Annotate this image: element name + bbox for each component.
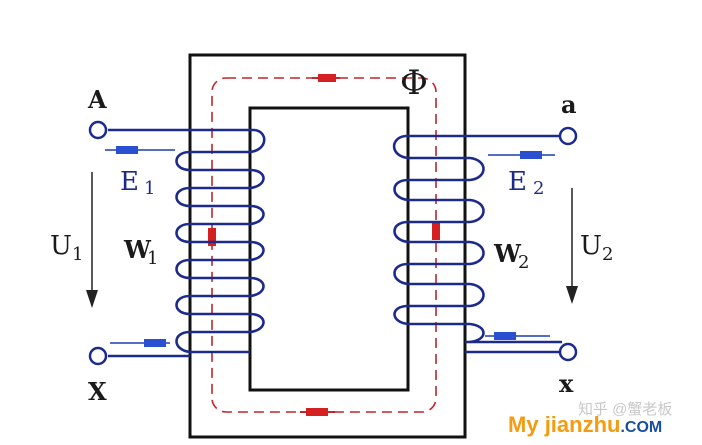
emf-arrow-E1 xyxy=(105,146,175,154)
label-E1-sub: 1 xyxy=(144,178,155,199)
label-terminal-x: x xyxy=(559,369,574,398)
label-E1: E xyxy=(120,167,139,197)
label-terminal-X: X xyxy=(88,377,107,406)
label-U2: U xyxy=(580,231,602,261)
terminal-a-circle[interactable] xyxy=(558,126,578,146)
secondary-winding xyxy=(392,134,562,344)
label-W2: W xyxy=(493,239,522,268)
watermark-zhihu: 知乎 @蟹老板 xyxy=(578,400,672,418)
watermark-brand-suffix: .COM xyxy=(620,419,662,436)
label-E2: E xyxy=(508,167,527,197)
emf-arrow-E2 xyxy=(488,151,555,159)
label-U2-sub: 2 xyxy=(602,244,613,265)
label-E2-sub: 2 xyxy=(533,178,544,199)
flux-arrow-top xyxy=(312,74,340,82)
label-W2-sub: 2 xyxy=(518,252,529,273)
flux-path xyxy=(211,77,437,413)
watermark-brand: My jianzhu.COM xyxy=(508,412,662,437)
primary-winding xyxy=(108,128,266,358)
label-U1-sub: 1 xyxy=(72,244,83,265)
label-W1: W xyxy=(123,235,152,264)
label-W1-sub: 1 xyxy=(147,248,158,269)
label-terminal-A: A xyxy=(87,85,107,114)
terminal-x-circle[interactable] xyxy=(558,342,578,362)
terminal-A-circle[interactable] xyxy=(88,120,108,140)
watermark-brand-prefix: My xyxy=(508,412,545,437)
voltage-arrow-U2 xyxy=(566,188,578,304)
label-terminal-a: a xyxy=(561,90,577,119)
flux-arrow-bottom xyxy=(300,408,335,416)
core-window xyxy=(248,106,410,392)
label-flux-phi: Φ xyxy=(400,63,428,103)
watermark-brand-name: jianzhu xyxy=(544,412,621,437)
terminal-X-circle[interactable] xyxy=(88,346,108,366)
voltage-arrow-U1 xyxy=(86,172,98,308)
emf-arrow-E2-bottom xyxy=(485,332,550,340)
core-outer xyxy=(188,53,467,439)
emf-arrow-E1-bottom xyxy=(110,339,170,347)
flux-arrow-right xyxy=(432,222,440,240)
flux-arrow-left xyxy=(208,228,216,246)
label-U1: U xyxy=(50,231,72,261)
